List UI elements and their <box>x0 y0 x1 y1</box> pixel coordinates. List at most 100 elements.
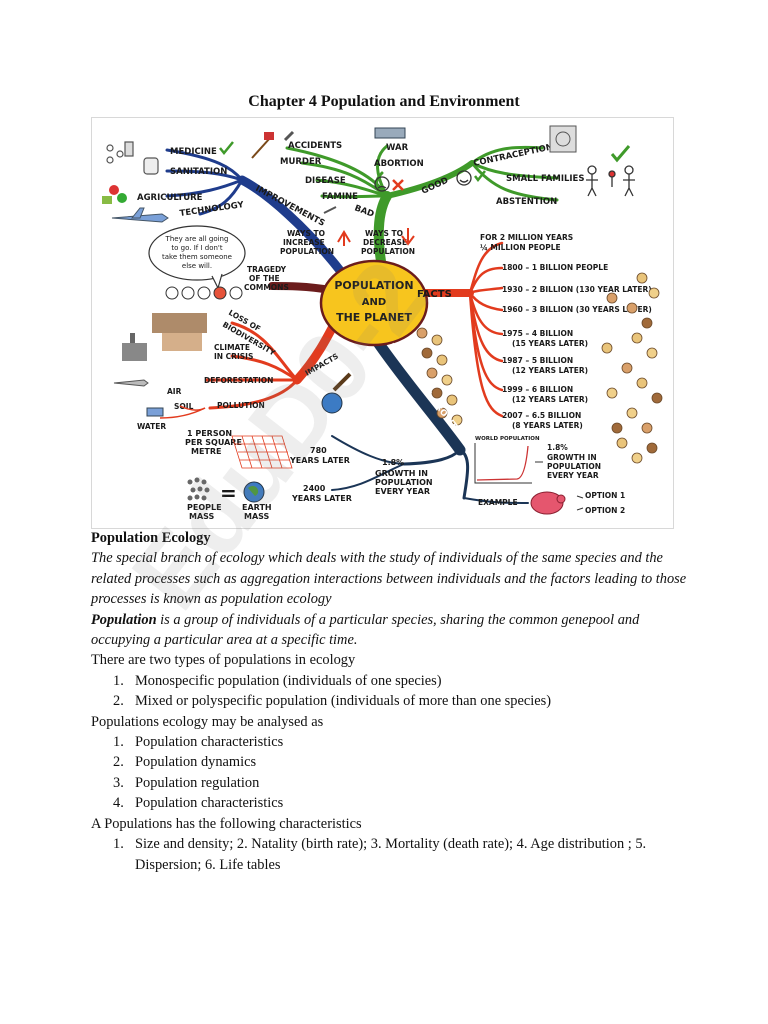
tragedy-3: COMMONS <box>244 283 289 292</box>
page-title: Chapter 4 Population and Environment <box>248 93 520 110</box>
types-intro: There are two types of populations in ec… <box>91 652 356 669</box>
toilet-icon <box>143 157 159 175</box>
earth-icon <box>243 481 265 503</box>
improvements-branch <box>165 148 347 278</box>
mind-map-figure: POPULATION AND THE PLANET MEDICINE SANIT… <box>91 117 674 529</box>
label-accidents: ACCIDENTS <box>288 141 342 151</box>
arrow-up-icon <box>337 230 351 246</box>
label-soil: SOIL <box>174 402 194 411</box>
speech-line-2: to go. If I don't <box>171 244 222 252</box>
fact-1975: 1975 – 4 BILLION <box>502 329 573 338</box>
characteristics-intro: A Populations has the following characte… <box>91 815 362 832</box>
list-number: 4. <box>113 795 124 812</box>
bad-good-branch <box>285 144 559 273</box>
center-node: POPULATION AND THE PLANET <box>319 259 429 347</box>
family-icon <box>586 165 635 197</box>
center-label-3: THE PLANET <box>336 311 412 324</box>
population-term: Population <box>91 611 157 628</box>
list-item: 1.Population characteristics <box>91 732 691 752</box>
contraception-icon <box>549 125 577 153</box>
ways-increase-1: WAYS TO <box>287 229 325 238</box>
later-2400-text: YEARS LATER <box>291 494 352 503</box>
label-air: AIR <box>167 387 182 396</box>
airplane-icon-impacts <box>113 379 149 387</box>
list-text: Population characteristics <box>135 795 284 812</box>
people-mass-2: MASS <box>189 512 215 521</box>
option-2: OPTION 2 <box>585 506 625 515</box>
equals-sign: = <box>220 481 237 505</box>
person-1: 1 PERSON <box>187 429 232 438</box>
label-climate: CLIMATE <box>214 343 250 352</box>
label-facts: FACTS <box>417 289 452 300</box>
list-number: 3. <box>113 774 124 791</box>
list-number: 1. <box>113 734 124 751</box>
label-famine: FAMINE <box>322 192 358 202</box>
growth-branch <box>331 332 529 504</box>
later-780-text: YEARS LATER <box>289 456 350 465</box>
right-rate-1: 1.8% <box>547 443 568 452</box>
ways-decrease-2: DECREASE <box>363 238 407 247</box>
label-sanitation: SANITATION <box>170 167 227 177</box>
characteristics-list: 1. Size and density; 2. Natality (birth r… <box>91 834 691 875</box>
label-abortion: ABORTION <box>374 159 424 169</box>
list-text: Size and density; 2. Natality (birth rat… <box>135 836 647 873</box>
fact-1987: 1987 – 5 BILLION <box>502 356 573 365</box>
center-label-2: AND <box>362 297 386 308</box>
label-disease: DISEASE <box>305 176 346 186</box>
people-mass-1: PEOPLE <box>187 503 222 512</box>
population-definition: is a group of individuals of a particula… <box>91 611 640 649</box>
label-bad: BAD <box>353 203 375 219</box>
piggy-bank-icon <box>530 491 584 515</box>
growth-rate-2: GROWTH IN <box>375 469 428 478</box>
fact-1999-later: (12 YEARS LATER) <box>512 395 588 404</box>
ways-increase-2: INCREASE <box>283 238 325 247</box>
label-medicine: MEDICINE <box>170 147 217 157</box>
person-3: METRE <box>191 447 222 456</box>
analysed-list: 1.Population characteristics 2.Populatio… <box>91 732 691 814</box>
facts-branch <box>410 241 504 418</box>
speech-line-4: else will. <box>182 262 212 270</box>
ways-increase-3: POPULATION <box>280 247 334 256</box>
person-2: PER SQUARE <box>185 438 242 447</box>
label-pollution: POLLUTION <box>217 401 265 410</box>
fact-1800: 1800 – 1 BILLION PEOPLE <box>502 263 608 272</box>
sad-face-icon <box>374 176 390 192</box>
factory-icon <box>122 333 147 361</box>
later-780-num: 780 <box>310 446 327 455</box>
label-small-families: SMALL FAMILIES <box>506 174 585 184</box>
fact-2007: 2007 – 6.5 BILLION <box>502 411 581 420</box>
list-item: 4. Population characteristics <box>91 793 691 813</box>
world-population-chart: WORLD POPULATION <box>474 436 540 484</box>
earth-mass-1: EARTH <box>242 503 272 512</box>
analysed-intro: Populations ecology may be analysed as <box>91 713 324 730</box>
bone-icon <box>323 206 337 214</box>
list-text: Population dynamics <box>135 754 257 771</box>
airplane-icon <box>111 207 169 223</box>
faces-row-icon <box>165 286 243 300</box>
section-heading-ecology: Population Ecology <box>91 530 211 546</box>
crowd-faces-icon <box>416 272 663 464</box>
bandage-icon <box>283 130 295 142</box>
label-contraception: CONTRACEPTION <box>473 142 554 169</box>
label-example: EXAMPLE <box>478 498 518 507</box>
check-icon-contraception <box>610 145 631 163</box>
label-in-crisis: IN CRISIS <box>214 352 253 361</box>
tragedy-2: OF THE <box>249 274 280 283</box>
water-tap-icon <box>146 407 164 417</box>
later-2400-num: 2400 <box>303 484 326 493</box>
center-label-1: POPULATION <box>334 279 413 292</box>
list-item: 2.Population dynamics <box>91 752 691 772</box>
growth-rate-1: 1.8% <box>382 458 404 467</box>
list-item: 1. Size and density; 2. Natality (birth r… <box>91 834 691 875</box>
growth-rate-3: POPULATION <box>375 478 433 487</box>
ecology-definition: The special branch of ecology which deal… <box>91 550 687 608</box>
fact-1975-later: (15 YEARS LATER) <box>512 339 588 348</box>
facts-intro-1: FOR 2 MILLION YEARS <box>480 233 573 242</box>
speech-line-3: take them someone <box>162 253 232 261</box>
right-rate-3: POPULATION <box>547 462 601 471</box>
pollution-link-2 <box>159 407 206 419</box>
population-definition-para: Population is a group of individuals of … <box>91 610 691 651</box>
label-agriculture: AGRICULTURE <box>137 193 203 203</box>
list-number: 1. <box>113 836 124 853</box>
option-1: OPTION 1 <box>585 491 625 500</box>
